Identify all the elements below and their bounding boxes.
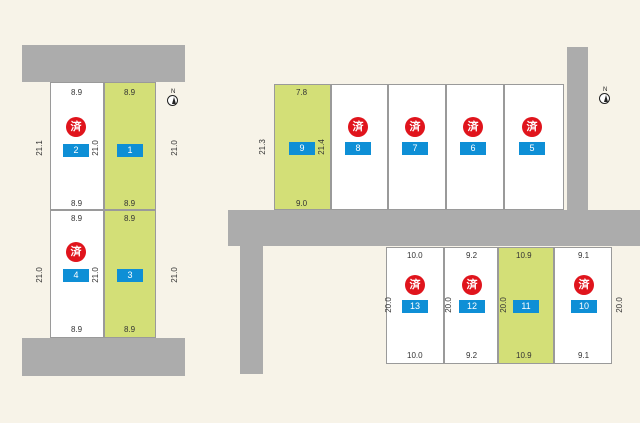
depth-left: 20.0 [383, 297, 393, 313]
frontage-top: 9.1 [578, 251, 590, 260]
frontage-top: 8.9 [124, 88, 136, 97]
frontage-bottom: 9.1 [578, 351, 590, 360]
north-label: N [603, 87, 608, 93]
frontage-bottom: 8.9 [124, 199, 136, 208]
lot-number: 1 [117, 144, 143, 157]
north-arrow-icon [599, 93, 610, 104]
road-south-left [22, 338, 185, 376]
lot-4[interactable] [50, 210, 104, 338]
lot-number: 11 [513, 300, 539, 313]
frontage-top: 9.2 [466, 251, 478, 260]
depth-left: 21.3 [257, 139, 267, 155]
lot-number: 10 [571, 300, 597, 313]
frontage-top: 8.9 [71, 88, 83, 97]
sold-badge-icon: 済 [574, 275, 594, 295]
lot-number: 5 [519, 142, 545, 155]
frontage-bottom: 9.0 [296, 199, 308, 208]
sold-badge-icon: 済 [348, 117, 368, 137]
lot-number: 7 [402, 142, 428, 155]
lot-number: 2 [63, 144, 89, 157]
frontage-top: 10.9 [516, 251, 532, 260]
depth-right: 20.0 [614, 297, 624, 313]
frontage-bottom: 8.9 [124, 325, 136, 334]
depth-right: 21.0 [169, 140, 179, 156]
depth-right: 21.4 [316, 139, 326, 155]
depth-left: 21.0 [90, 267, 100, 283]
road-north-left [22, 45, 185, 82]
frontage-bottom: 10.9 [516, 351, 532, 360]
frontage-top: 10.0 [407, 251, 423, 260]
lot-number: 4 [63, 269, 89, 282]
sold-badge-icon: 済 [405, 117, 425, 137]
frontage-bottom: 9.2 [466, 351, 478, 360]
frontage-bottom: 8.9 [71, 199, 83, 208]
depth-left: 21.0 [90, 140, 100, 156]
depth-left: 20.0 [498, 297, 508, 313]
road-vertical-south [240, 246, 263, 374]
sold-badge-icon: 済 [463, 117, 483, 137]
road-vertical-north-east [567, 47, 588, 210]
frontage-top: 8.9 [71, 214, 83, 223]
lot-number: 3 [117, 269, 143, 282]
lot-number: 9 [289, 142, 315, 155]
lot-number: 12 [459, 300, 485, 313]
north-label: N [171, 89, 176, 95]
sold-badge-icon: 済 [66, 117, 86, 137]
depth-right: 21.0 [169, 267, 179, 283]
sold-badge-icon: 済 [522, 117, 542, 137]
lot-number: 8 [345, 142, 371, 155]
lot-number: 13 [402, 300, 428, 313]
frontage-top: 7.8 [296, 88, 308, 97]
depth-left: 21.1 [34, 140, 44, 156]
frontage-bottom: 10.0 [407, 351, 423, 360]
sold-badge-icon: 済 [66, 242, 86, 262]
sold-badge-icon: 済 [462, 275, 482, 295]
depth-left: 21.0 [34, 267, 44, 283]
frontage-bottom: 8.9 [71, 325, 83, 334]
sold-badge-icon: 済 [405, 275, 425, 295]
depth-left: 20.0 [443, 297, 453, 313]
north-arrow-icon [167, 95, 178, 106]
lot-number: 6 [460, 142, 486, 155]
road-main-horizontal [228, 210, 640, 246]
frontage-top: 8.9 [124, 214, 136, 223]
